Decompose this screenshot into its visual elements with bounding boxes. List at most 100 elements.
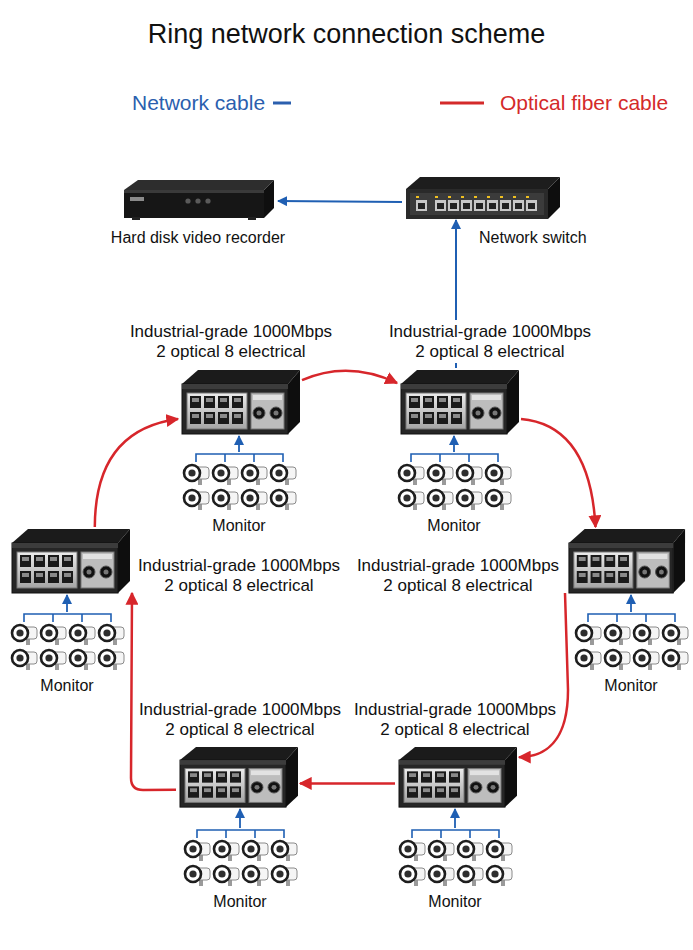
camera-cluster-icon-part (243, 866, 259, 882)
switch-icon-part (487, 200, 498, 211)
switch-icon-part (548, 177, 560, 219)
industrial-switch-icon-part (220, 414, 227, 418)
switch-icon-part (435, 196, 438, 198)
industrial-switch-icon-part (673, 529, 685, 593)
industrial-switch-icon-part (618, 555, 629, 567)
label-box: Monitor (0, 676, 144, 696)
industrial-switch-icon-part (404, 769, 464, 803)
camera-group: Monitor (183, 828, 297, 890)
industrial-switch-icon-part (216, 786, 227, 797)
recorder-icon (118, 178, 278, 220)
switch-icon-part (448, 196, 451, 198)
industrial-switch-icon-part (48, 555, 59, 567)
industrial-switch-icon-part (253, 407, 265, 419)
industrial-switch-icon-part (22, 573, 29, 577)
camera-caption: Monitor (211, 515, 266, 536)
industrial-switch-icon-part (255, 785, 260, 790)
cable-link (239, 809, 241, 828)
recorder-icon-part (124, 190, 264, 218)
industrial-switch-icon-part (286, 747, 298, 807)
cable-link (66, 595, 68, 612)
industrial-switch-icon-part (12, 543, 118, 593)
industrial-switch-icon-part (62, 571, 73, 583)
industrial-switch-icon-part (639, 566, 651, 578)
industrial-switch-icon-part (218, 788, 225, 792)
industrial-switch-icon-part (202, 786, 213, 797)
industrial-switch-icon-part (451, 788, 458, 792)
industrial-switch-icon-part (421, 771, 432, 782)
camera-cluster-icon-part (634, 650, 650, 666)
industrial-switch-icon-part (470, 782, 482, 793)
industrial-switch-icon-part (606, 573, 613, 577)
camera-cluster-icon-part (218, 845, 225, 852)
camera-cluster-icon-part (275, 469, 282, 476)
camera-cluster-icon-part (609, 654, 616, 661)
camera-cluster-icon-part (663, 625, 679, 641)
camera-cluster-icon-part (214, 866, 230, 882)
industrial-switch-icon-part (401, 384, 507, 389)
camera-cluster-icon-part (242, 490, 258, 506)
industrial-switch-icon-part (12, 529, 130, 543)
industrial-switch-icon-part (48, 571, 59, 583)
label-box: Industrial-grade 1000Mbps 2 optical 8 el… (387, 322, 593, 362)
industrial-switch-icon-part (234, 414, 241, 418)
label-box: Monitor (162, 516, 316, 536)
industrial-switch: Industrial-grade 1000Mbps 2 optical 8 el… (397, 368, 521, 436)
camera-cluster-icon-part (16, 654, 23, 661)
industrial-switch-icon (395, 745, 519, 809)
industrial-switch-icon (565, 527, 687, 595)
industrial-switch-icon-part (204, 412, 215, 424)
switch-icon-part (489, 203, 496, 209)
industrial-switch-icon-part (204, 773, 211, 777)
label-box: Monitor (554, 676, 693, 696)
industrial-switch-icon-part (421, 786, 432, 797)
industrial-switch-icon-part (437, 773, 444, 777)
camera-cluster-icon-part (638, 654, 645, 661)
camera-cluster-icon-part (185, 866, 201, 882)
video-recorder: Hard disk video recorder (118, 178, 278, 220)
industrial-switch-icon-part (399, 747, 517, 760)
switch-icon-part (435, 200, 446, 211)
industrial-switch-icon-part (451, 396, 462, 408)
camera-cluster-icon-part (490, 494, 497, 501)
recorder-icon-part (132, 217, 140, 220)
camera-cluster-icon-part (605, 650, 621, 666)
camera-cluster-icon-part (218, 870, 225, 877)
legend-item: Optical fiber cable (436, 90, 668, 116)
camera-cluster-icon-part (24, 614, 111, 622)
camera-cluster-icon-part (242, 465, 258, 481)
camera-group: Monitor (182, 452, 296, 514)
camera-cluster-icon-part (213, 465, 229, 481)
industrial-switch-icon-part (579, 557, 586, 561)
camera-caption: Monitor (426, 515, 481, 536)
industrial-switch-icon-part (659, 570, 664, 575)
camera-cluster-icon-part (246, 469, 253, 476)
industrial-switch-icon-part (620, 573, 627, 577)
camera-caption: Monitor (39, 675, 94, 696)
camera-cluster-icon-part (458, 841, 474, 857)
camera-cluster-icon-part (400, 866, 416, 882)
recorder-icon-part (185, 198, 190, 203)
switch-icon-part (502, 203, 509, 209)
camera-cluster-icon-part (103, 654, 110, 661)
industrial-switch-icon-part (190, 412, 201, 424)
industrial-switch-icon-part (87, 570, 92, 575)
industrial-switch-icon-part (188, 786, 199, 797)
industrial-switch-icon-part (579, 573, 586, 577)
camera-cluster-icon-part (576, 625, 592, 641)
industrial-switch-icon-part (180, 747, 298, 760)
industrial-switch-icon-part (251, 782, 263, 793)
switch-icon-part (500, 200, 511, 211)
industrial-switch-icon-part (230, 786, 241, 797)
industrial-switch-icon-part (407, 771, 418, 782)
industrial-switch-icon-part (206, 414, 213, 418)
camera-cluster-icon-part (99, 625, 115, 641)
camera-cluster-icon-part (486, 465, 502, 481)
legend-line (273, 102, 291, 105)
label-box: Industrial-grade 1000Mbps 2 optical 8 el… (355, 556, 561, 596)
camera-cluster-icon-part (41, 650, 57, 666)
industrial-switch-icon-part (409, 412, 420, 424)
camera-cluster-icon-part (184, 465, 200, 481)
recorder-icon-part (248, 217, 256, 220)
